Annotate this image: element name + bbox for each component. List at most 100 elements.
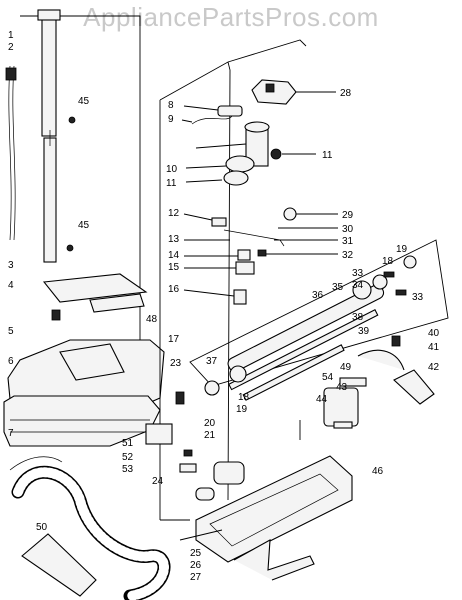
bearing-35 bbox=[352, 280, 372, 300]
callout-26: 26 bbox=[190, 560, 202, 571]
callout-28: 28 bbox=[340, 88, 352, 99]
callout-23: 23 bbox=[170, 358, 182, 369]
base-pan-26 bbox=[195, 455, 353, 563]
pedal-42 bbox=[393, 369, 435, 405]
callout-52: 52 bbox=[122, 452, 134, 463]
center-frame-top bbox=[227, 39, 307, 63]
callout-29: 29 bbox=[342, 210, 354, 221]
lever-13 bbox=[223, 229, 285, 247]
callout-labels: 1 2 3 4 5 6 7 8 9 10 11 11 12 13 14 15 1… bbox=[8, 30, 440, 583]
motor-cap-28 bbox=[251, 79, 336, 105]
bracket-12 bbox=[211, 217, 227, 227]
switch-8 bbox=[217, 105, 243, 117]
pad-46 bbox=[333, 421, 353, 429]
callout-50: 50 bbox=[36, 522, 48, 533]
power-cord bbox=[8, 65, 12, 241]
pulley-11b bbox=[223, 170, 249, 186]
center-frame bbox=[159, 39, 307, 521]
handle-grip bbox=[37, 9, 61, 21]
rod-25 bbox=[179, 529, 223, 541]
callout-6: 6 bbox=[8, 356, 14, 367]
callout-18a: 18 bbox=[238, 392, 250, 403]
filter-24 bbox=[195, 487, 215, 501]
hose-assembly bbox=[9, 456, 171, 600]
callout-34: 34 bbox=[352, 280, 364, 291]
callout-3: 3 bbox=[8, 260, 14, 271]
screw-5 bbox=[51, 309, 61, 321]
callout-20: 20 bbox=[204, 418, 216, 429]
callout-33b: 33 bbox=[412, 292, 424, 303]
callout-42: 42 bbox=[428, 362, 440, 373]
handle-release-41 bbox=[357, 349, 405, 371]
callout-31: 31 bbox=[342, 236, 354, 247]
callout-48: 48 bbox=[146, 314, 158, 325]
callout-53: 53 bbox=[122, 464, 134, 475]
right-side-parts bbox=[299, 335, 435, 440]
callout-19a: 19 bbox=[396, 244, 408, 255]
fan-assembly bbox=[185, 121, 316, 186]
callout-37: 37 bbox=[206, 356, 218, 367]
callout-32: 32 bbox=[342, 250, 354, 261]
pulley-11a bbox=[225, 155, 255, 173]
callout-27: 27 bbox=[190, 572, 202, 583]
callout-54: 54 bbox=[322, 372, 334, 383]
screw-33b bbox=[395, 289, 407, 296]
callout-45a: 45 bbox=[78, 96, 90, 107]
clip-15 bbox=[235, 261, 255, 275]
cord-plug bbox=[5, 67, 17, 81]
callout-13: 13 bbox=[168, 234, 180, 245]
callout-18b: 18 bbox=[382, 256, 394, 267]
callout-16: 16 bbox=[168, 284, 180, 295]
mid-left-parts bbox=[145, 391, 197, 473]
callout-43: 43 bbox=[336, 382, 348, 393]
callout-4: 4 bbox=[8, 280, 14, 291]
callout-41: 41 bbox=[428, 342, 440, 353]
handle-base-4 bbox=[42, 273, 148, 303]
callout-24: 24 bbox=[152, 476, 164, 487]
callout-39: 39 bbox=[358, 326, 370, 337]
cover-21 bbox=[213, 461, 245, 485]
clip-53 bbox=[179, 463, 197, 473]
strip-54 bbox=[242, 344, 345, 401]
pad-49 bbox=[339, 377, 367, 387]
lower-handle-tube bbox=[43, 137, 57, 263]
handle-base-group bbox=[42, 273, 148, 321]
callout-51: 51 bbox=[122, 438, 134, 449]
switch-wire-9 bbox=[191, 115, 233, 125]
spring-40 bbox=[391, 335, 401, 347]
base-pan-group bbox=[179, 455, 353, 581]
callout-10: 10 bbox=[166, 164, 178, 175]
bearing-18a bbox=[204, 380, 220, 396]
brushroll-panel bbox=[189, 239, 449, 401]
callout-45b: 45 bbox=[78, 220, 90, 231]
callout-19b: 19 bbox=[236, 404, 248, 415]
callout-36: 36 bbox=[312, 290, 324, 301]
clip-52 bbox=[183, 449, 193, 457]
washer-29 bbox=[283, 207, 297, 221]
crank-27 bbox=[233, 539, 315, 581]
brackets-group bbox=[183, 213, 285, 305]
callout-25: 25 bbox=[190, 548, 202, 559]
washer-11 bbox=[270, 148, 282, 160]
clip-14 bbox=[237, 249, 251, 261]
end-cap-19 bbox=[403, 255, 417, 269]
callout-17: 17 bbox=[168, 334, 180, 345]
callout-5: 5 bbox=[8, 326, 14, 337]
callout-11a: 11 bbox=[322, 150, 333, 161]
block-51 bbox=[145, 423, 173, 445]
watermark: AppliancePartsPros.com bbox=[83, 2, 379, 32]
callout-35: 35 bbox=[332, 282, 344, 293]
screw-18b bbox=[383, 271, 395, 278]
center-frame-left bbox=[159, 61, 231, 501]
callout-11b: 11 bbox=[166, 178, 177, 189]
callout-7: 7 bbox=[8, 428, 14, 439]
callout-30: 30 bbox=[342, 224, 354, 235]
callout-8: 8 bbox=[168, 100, 174, 111]
screw-45b bbox=[66, 244, 74, 252]
callout-40: 40 bbox=[428, 328, 440, 339]
callout-46: 46 bbox=[372, 466, 384, 477]
switch-8-9 bbox=[181, 105, 243, 125]
end-cap-37 bbox=[229, 365, 247, 383]
callout-38: 38 bbox=[352, 312, 364, 323]
